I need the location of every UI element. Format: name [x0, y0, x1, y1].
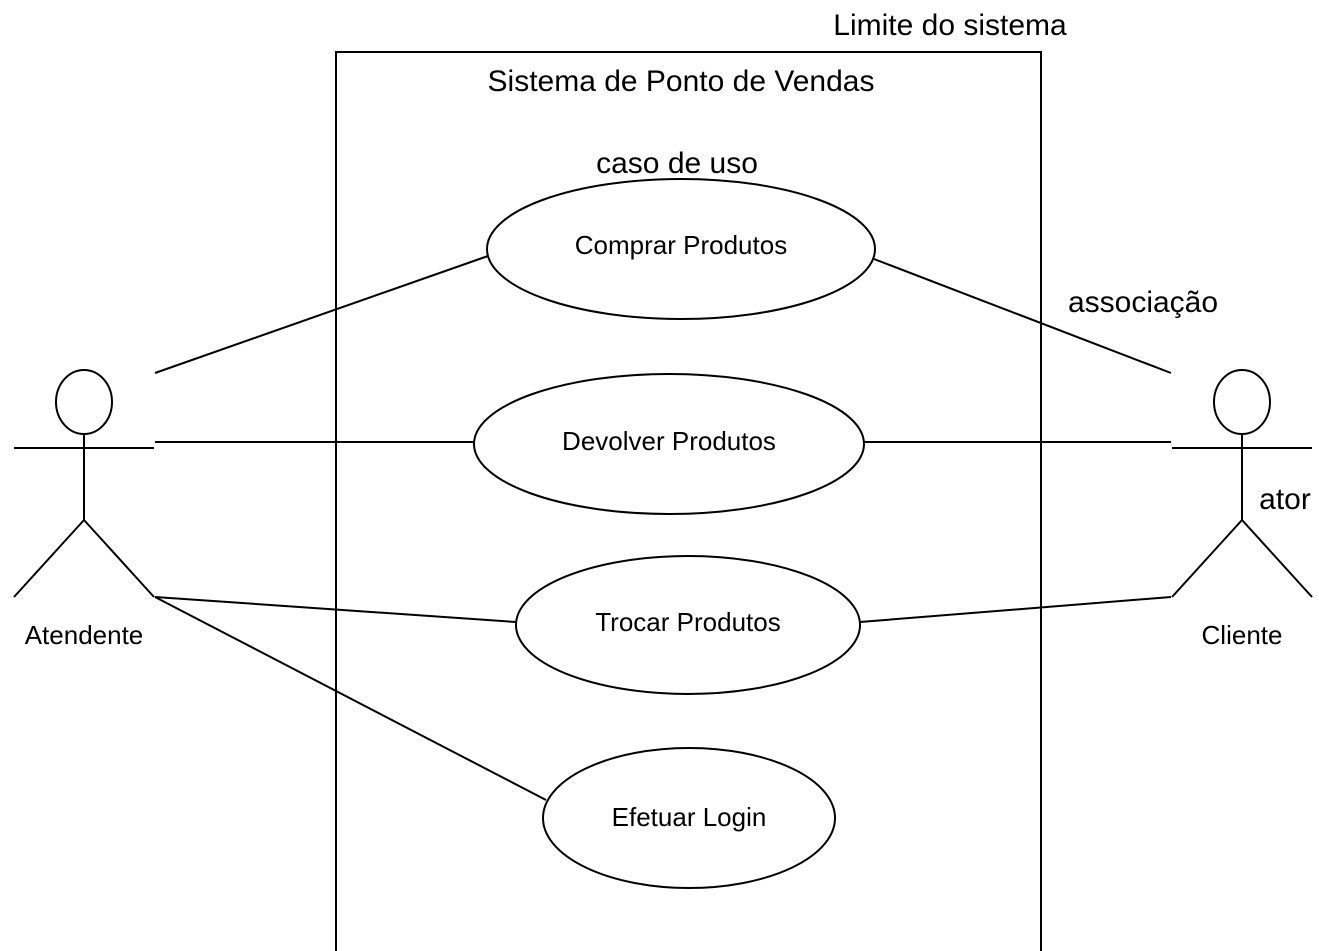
use-case-shape — [542, 747, 836, 889]
use-case-comprar-produtos: Comprar Produtos — [486, 178, 876, 320]
use-case-shape — [473, 373, 865, 515]
actor-name: Atendente — [25, 620, 144, 650]
actor-right-leg — [83, 519, 155, 598]
use-case-trocar-produtos: Trocar Produtos — [515, 555, 861, 695]
system-boundary — [335, 51, 1042, 951]
association-cliente-trocar — [859, 596, 1172, 623]
use-case-shape — [515, 555, 861, 695]
use-case-label: Comprar Produtos — [575, 230, 787, 260]
annotation-boundary: Limite do sistema — [833, 9, 1067, 42]
actor-left-leg — [1171, 519, 1243, 598]
use-case-devolver-produtos: Devolver Produtos — [473, 373, 865, 515]
use-case-label: Efetuar Login — [612, 802, 767, 832]
use-case-shape — [486, 178, 876, 320]
system-title: Sistema de Ponto de Vendas — [488, 65, 875, 98]
actor-head-icon — [55, 369, 113, 435]
association-atendente-comprar — [154, 255, 489, 374]
annotation-use-case: caso de uso — [596, 147, 758, 180]
actor-left-leg — [13, 519, 85, 598]
actor-right-leg — [1241, 519, 1313, 598]
annotation-actor: ator — [1259, 483, 1311, 516]
actor-name: Cliente — [1202, 620, 1283, 650]
use-case-label: Trocar Produtos — [595, 607, 780, 637]
associations — [154, 255, 1172, 801]
use-case-label: Devolver Produtos — [562, 426, 776, 456]
actor-atendente: Atendente — [13, 369, 155, 650]
association-cliente-comprar — [873, 258, 1172, 374]
use-case-efetuar-login: Efetuar Login — [542, 747, 836, 889]
annotation-association: associação — [1068, 286, 1218, 319]
actor-head-icon — [1213, 369, 1271, 435]
association-atendente-login — [154, 596, 547, 801]
association-atendente-trocar — [154, 596, 517, 623]
actor-cliente: Cliente — [1171, 369, 1313, 650]
